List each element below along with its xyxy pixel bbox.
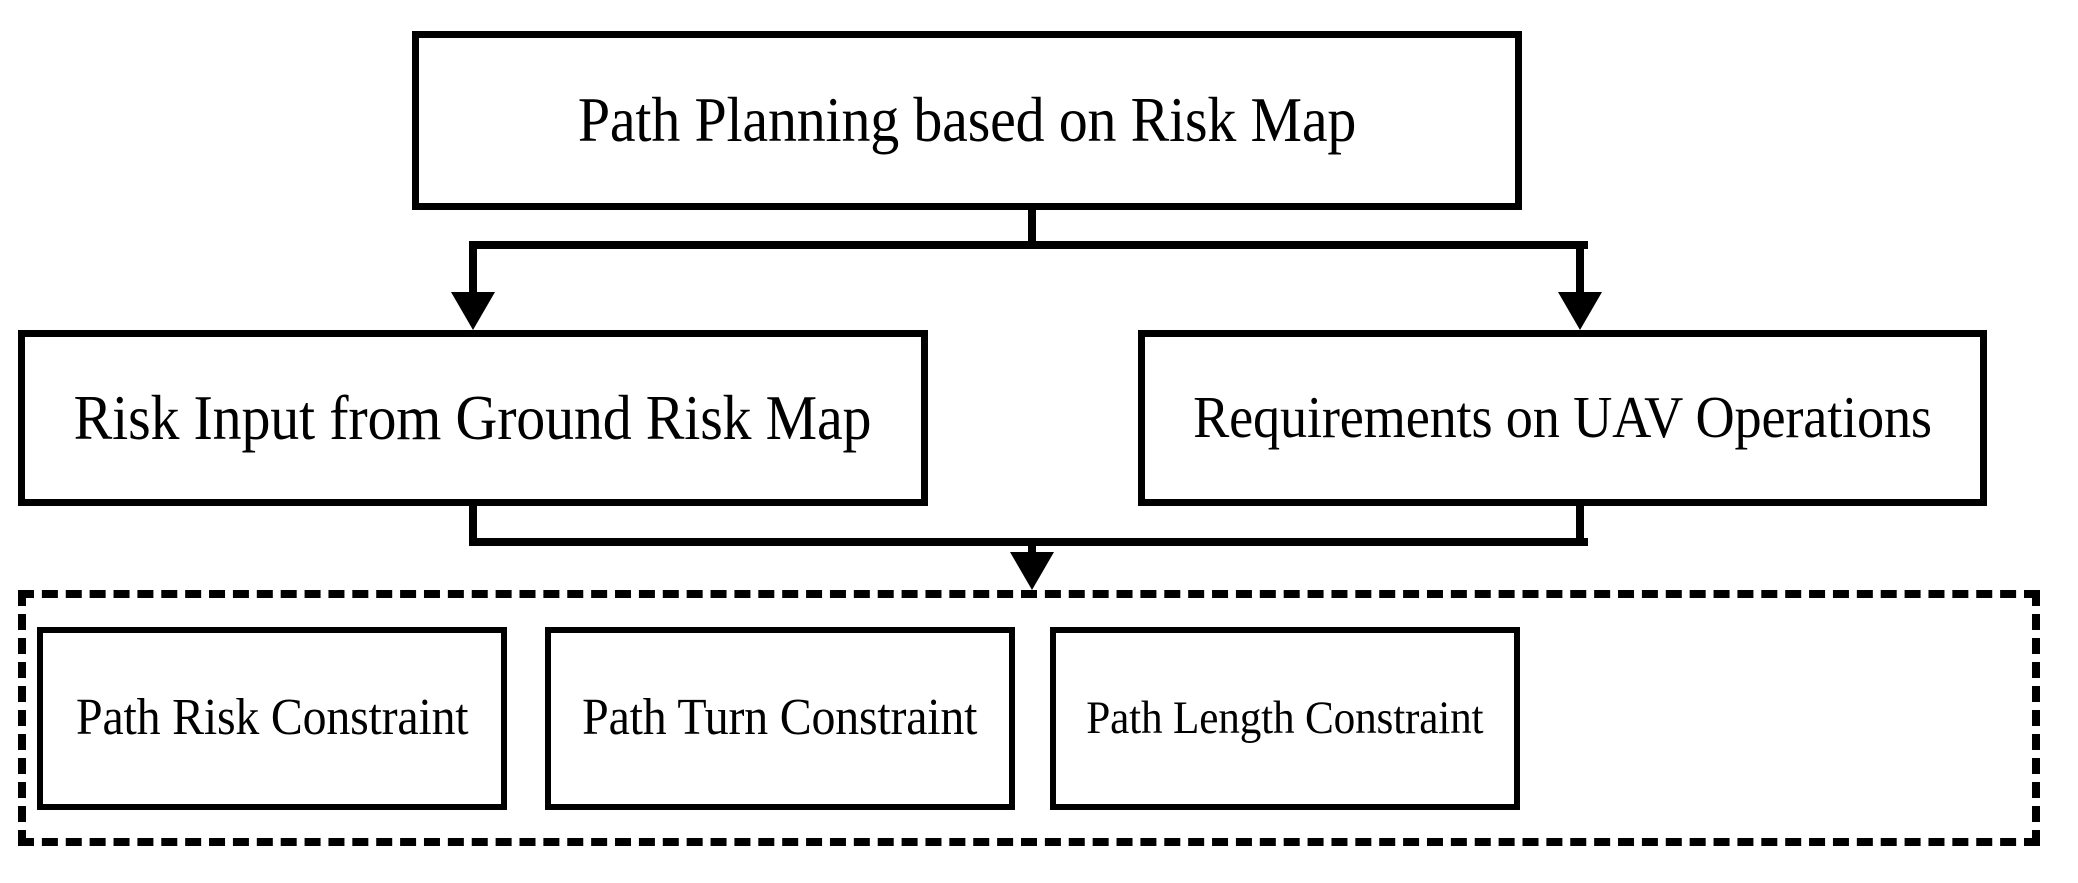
node-risk-input-from-ground-risk-map: Risk Input from Ground Risk Map — [18, 330, 928, 506]
connector-riser-from-requirements — [1576, 502, 1584, 546]
node-path-length-constraint-label: Path Length Constraint — [1086, 691, 1484, 744]
connector-split-bus — [469, 241, 1588, 249]
node-path-risk-constraint-label: Path Risk Constraint — [75, 689, 469, 747]
node-risk-input-label: Risk Input from Ground Risk Map — [74, 382, 872, 453]
arrowhead-to-risk-input — [451, 292, 495, 330]
node-path-length-constraint: Path Length Constraint — [1050, 627, 1520, 810]
node-path-planning-based-on-risk-map: Path Planning based on Risk Map — [412, 31, 1522, 210]
connector-merge-stem — [1028, 538, 1036, 558]
constraint-group-container — [18, 590, 2040, 846]
connector-root-stem — [1028, 206, 1036, 249]
arrowhead-to-constraint-group — [1010, 552, 1054, 590]
connector-drop-to-requirements — [1576, 241, 1584, 296]
connector-drop-to-risk-input — [469, 241, 477, 296]
node-path-turn-constraint: Path Turn Constraint — [545, 627, 1015, 810]
node-requirements-label: Requirements on UAV Operations — [1193, 384, 1932, 451]
node-path-turn-constraint-label: Path Turn Constraint — [582, 689, 978, 747]
connector-riser-from-risk-input — [469, 502, 477, 546]
node-root-label: Path Planning based on Risk Map — [577, 85, 1357, 156]
node-path-risk-constraint: Path Risk Constraint — [37, 627, 507, 810]
arrowhead-to-requirements — [1558, 292, 1602, 330]
node-requirements-on-uav-operations: Requirements on UAV Operations — [1138, 330, 1987, 506]
